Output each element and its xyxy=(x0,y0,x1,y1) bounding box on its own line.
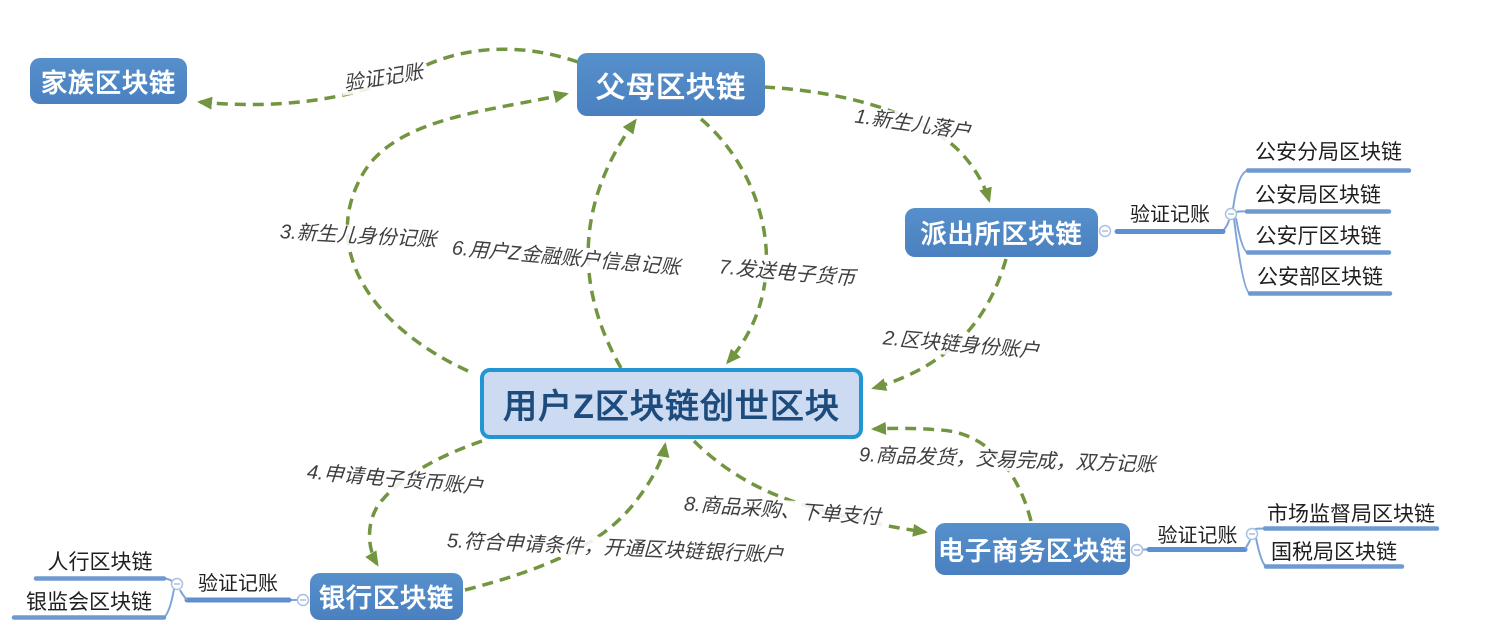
relationship-arrow-1[interactable] xyxy=(763,85,992,203)
collapse-toggle[interactable] xyxy=(1098,224,1112,238)
topic-police-child-branch-bureau[interactable]: 公安分局区块链 xyxy=(1255,141,1402,164)
topic-label: 电子商务区块链 xyxy=(937,535,1127,566)
topic-family-blockchain[interactable]: 家族区块链 xyxy=(30,58,187,104)
topic-police-child-provincial-dept[interactable]: 公安厅区块链 xyxy=(1255,225,1382,248)
collapse-toggle[interactable] xyxy=(1130,543,1144,557)
bank-branch-connector xyxy=(11,576,310,620)
topic-police-blockchain[interactable]: 派出所区块链 xyxy=(905,208,1098,257)
topic-label: 家族区块链 xyxy=(40,67,176,98)
police-verify-topic[interactable]: 验证记账 xyxy=(1130,204,1210,226)
topic-police-child-city-bureau[interactable]: 公安局区块链 xyxy=(1255,184,1381,207)
bank-verify-topic[interactable]: 验证记账 xyxy=(198,573,278,595)
central-topic-label: 用户Z区块链创世区块 xyxy=(503,388,840,426)
topic-bank-blockchain[interactable]: 银行区块链 xyxy=(310,573,463,620)
topic-police-child-ministry[interactable]: 公安部区块链 xyxy=(1257,266,1383,289)
collapse-toggle[interactable] xyxy=(296,593,310,607)
ecommerce-verify-topic[interactable]: 验证记账 xyxy=(1157,525,1238,547)
ecommerce-branch-connector xyxy=(1130,526,1440,569)
relationship-arrow-4[interactable] xyxy=(365,439,483,567)
topic-ecommerce-blockchain[interactable]: 电子商务区块链 xyxy=(935,523,1130,575)
topic-label: 父母区块链 xyxy=(595,71,746,104)
relationship-arrow-3[interactable] xyxy=(345,90,569,373)
collapse-toggle[interactable] xyxy=(170,577,184,591)
relationship-arrow-7[interactable] xyxy=(699,117,769,365)
topic-ecommerce-child-tax-bureau[interactable]: 国税局区块链 xyxy=(1271,541,1397,564)
relationship-arrow-6[interactable] xyxy=(586,118,637,369)
topic-parents-blockchain[interactable]: 父母区块链 xyxy=(577,53,765,116)
relationship-arrow-5[interactable] xyxy=(464,442,670,592)
police-branch-connector xyxy=(1098,168,1412,296)
relationship-arrow-9[interactable] xyxy=(871,421,1033,522)
topic-label: 派出所区块链 xyxy=(920,219,1083,249)
collapse-toggle[interactable] xyxy=(1245,527,1259,541)
topic-bank-child-cbrc[interactable]: 银监会区块链 xyxy=(26,591,152,614)
topic-bank-child-pboc[interactable]: 人行区块链 xyxy=(47,551,153,574)
central-topic-userz-genesis-block[interactable]: 用户Z区块链创世区块 xyxy=(480,368,863,439)
topic-label: 银行区块链 xyxy=(318,583,454,613)
relationship-arrow-2[interactable] xyxy=(871,258,1008,391)
topic-ecommerce-child-market-regulator[interactable]: 市场监督局区块链 xyxy=(1267,503,1435,526)
collapse-toggle[interactable] xyxy=(1224,207,1238,221)
